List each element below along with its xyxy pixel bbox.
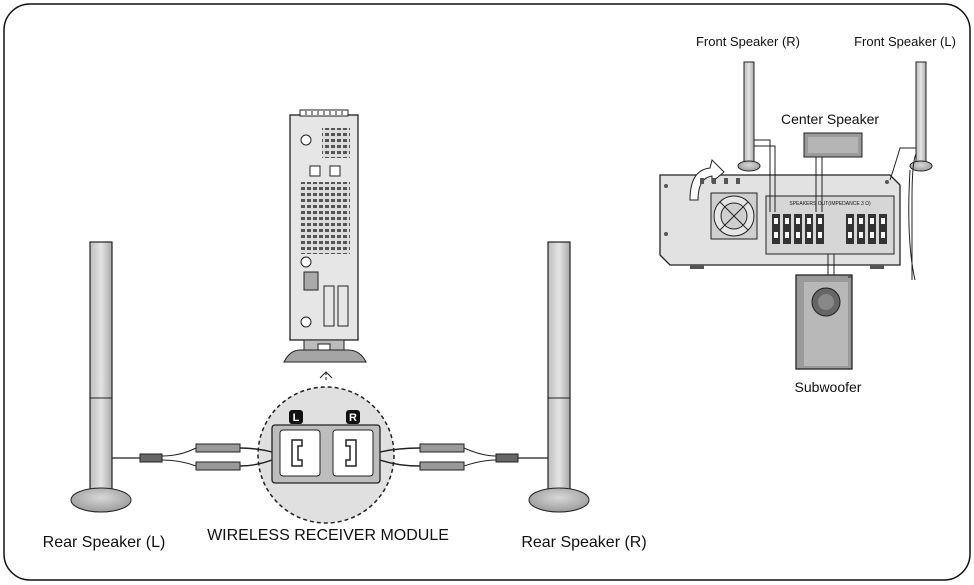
port-label-r: R (349, 412, 357, 424)
front-speaker-l (909, 61, 933, 172)
front-speaker-r (737, 61, 761, 172)
subwoofer (795, 274, 853, 370)
label-center-speaker: Center Speaker (781, 111, 879, 127)
port-label-l: L (293, 412, 300, 424)
center-speaker (803, 132, 863, 158)
label-subwoofer: Subwoofer (795, 379, 862, 395)
label-rear-speaker-l: Rear Speaker (L) (43, 534, 166, 551)
main-unit: SPEAKERS OUT(IMPEDANCE 3 Ω) (659, 159, 901, 269)
rear-speaker-l (70, 241, 132, 513)
label-rear-speaker-r: Rear Speaker (R) (521, 534, 646, 551)
rear-left-cable (112, 443, 273, 471)
diagram-frame (3, 3, 971, 581)
rear-speaker-r (528, 241, 590, 513)
wireless-receiver-unit (283, 109, 367, 363)
label-front-speaker-r: Front Speaker (R) (696, 34, 800, 49)
label-wireless-receiver-module: WIRELESS RECEIVER MODULE (207, 527, 449, 544)
port-badge-r-bg (346, 410, 360, 424)
speakers-out-label: SPEAKERS OUT(IMPEDANCE 3 Ω) (789, 201, 871, 207)
zoom-indicator (319, 371, 333, 380)
label-front-speaker-l: Front Speaker (L) (854, 34, 956, 49)
rear-right-cable (379, 443, 548, 471)
module-zoom-circle: L R (257, 386, 395, 524)
port-badge-l-bg (289, 410, 303, 424)
front-wires (754, 139, 917, 281)
